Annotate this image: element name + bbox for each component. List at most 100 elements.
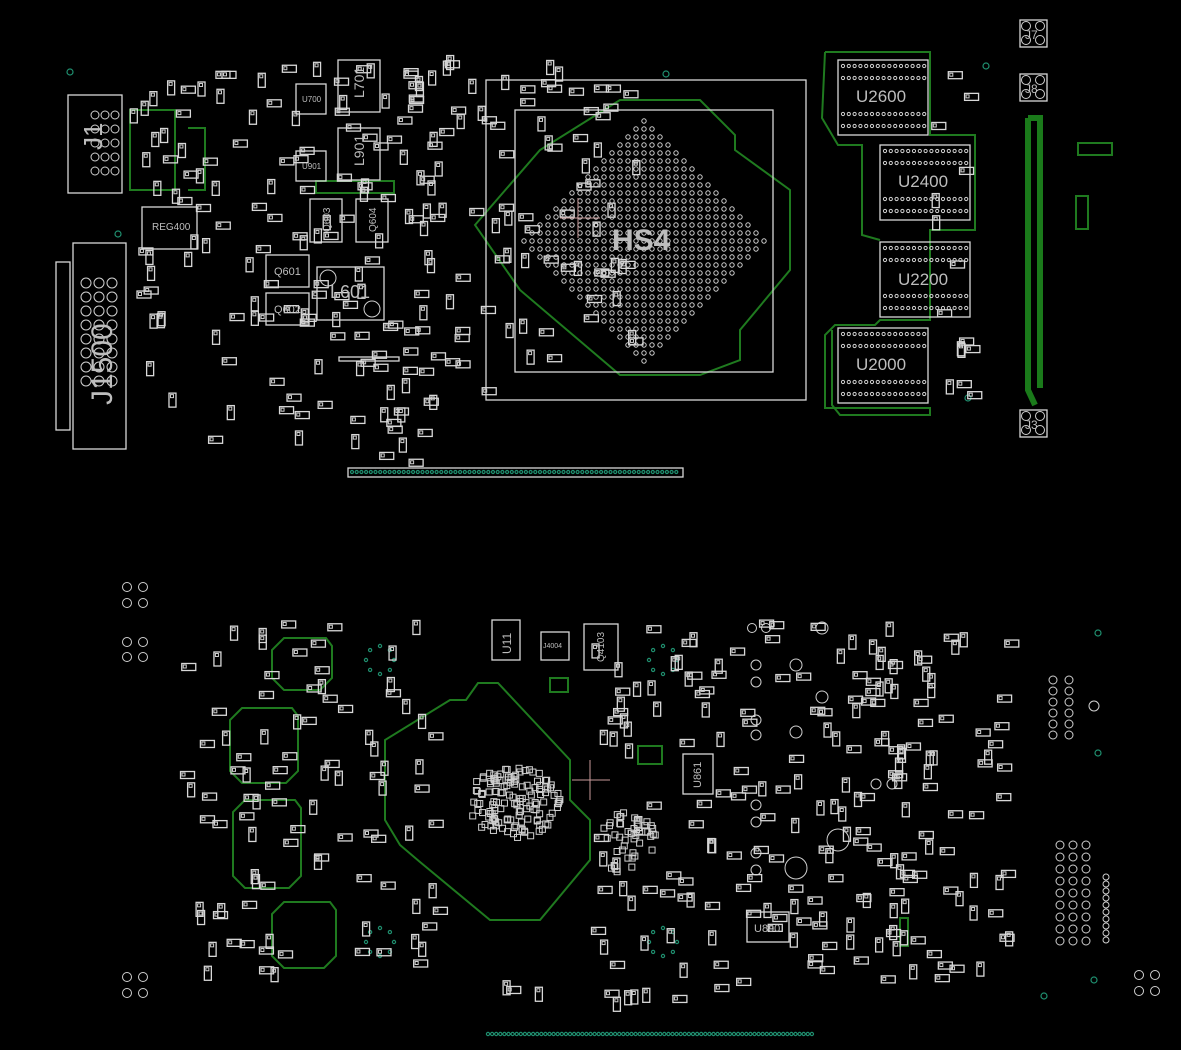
- ball: [894, 196, 899, 202]
- smd-component: [518, 213, 534, 222]
- ball: [917, 148, 922, 154]
- ball: [633, 142, 639, 148]
- ball: [561, 270, 567, 276]
- pad: [197, 903, 202, 908]
- label-j1[interactable]: J1: [78, 123, 108, 150]
- ball: [609, 158, 615, 164]
- ball: [609, 230, 615, 236]
- pad: [879, 648, 884, 653]
- ball: [673, 278, 679, 284]
- label-u2400[interactable]: U2400: [898, 172, 948, 191]
- label-j1500[interactable]: J1500: [86, 323, 119, 405]
- label-u11[interactable]: U11: [500, 633, 514, 654]
- ball: [705, 270, 711, 276]
- label-u2200[interactable]: U2200: [898, 270, 948, 289]
- smd-component: [408, 81, 424, 90]
- ball: [617, 166, 623, 172]
- label-u901[interactable]: U901: [302, 162, 322, 171]
- pad: [871, 700, 876, 705]
- pad: [683, 640, 688, 645]
- smd-component: [592, 221, 601, 237]
- label-l701[interactable]: L701: [351, 67, 367, 98]
- label-u700[interactable]: U700: [302, 95, 322, 104]
- pad: [915, 700, 920, 705]
- hole: [122, 972, 132, 982]
- pad: [717, 790, 722, 795]
- ball: [641, 222, 647, 228]
- pad: [809, 898, 814, 903]
- pad: [896, 759, 901, 764]
- label-q601[interactable]: Q601: [274, 266, 301, 278]
- pad: [620, 842, 628, 850]
- via: [514, 469, 519, 475]
- pad: [313, 292, 318, 297]
- label-j8[interactable]: J8: [1025, 82, 1038, 96]
- ball: [649, 350, 655, 356]
- label-q603[interactable]: Q603: [322, 207, 333, 232]
- ball: [875, 379, 880, 385]
- ball: [649, 126, 655, 132]
- ball: [689, 174, 695, 180]
- label-j4004[interactable]: J4004: [543, 643, 562, 650]
- smd-component: [822, 941, 838, 951]
- pad: [820, 913, 825, 918]
- pad: [282, 621, 287, 626]
- label-hs4[interactable]: HS4: [612, 224, 671, 257]
- via: [650, 469, 655, 475]
- pad: [507, 987, 512, 992]
- ball: [922, 63, 927, 69]
- pad: [217, 90, 222, 95]
- ball: [657, 166, 663, 172]
- label-u861[interactable]: U861: [692, 762, 704, 788]
- connector-pin-header: [1019, 19, 1048, 48]
- smd-component: [620, 260, 636, 270]
- label-q602[interactable]: Q602: [274, 304, 301, 316]
- label-l601[interactable]: L601: [330, 282, 370, 302]
- ball: [609, 166, 615, 172]
- label-u800[interactable]: U800: [754, 923, 780, 935]
- ball: [745, 246, 751, 252]
- ball: [617, 270, 623, 276]
- pad: [915, 651, 920, 656]
- ball: [713, 262, 719, 268]
- ball: [729, 230, 735, 236]
- smd-component: [429, 394, 438, 411]
- pad: [131, 109, 136, 114]
- via: [621, 1031, 626, 1037]
- ball: [681, 182, 687, 188]
- pad: [521, 99, 526, 104]
- ball: [649, 342, 655, 348]
- smd-component: [830, 798, 839, 815]
- label-u2600[interactable]: U2600: [856, 87, 906, 106]
- label-q4103[interactable]: Q4103: [596, 632, 607, 662]
- ball: [713, 278, 719, 284]
- pad: [218, 904, 223, 909]
- via: [396, 469, 402, 475]
- pad: [951, 966, 956, 971]
- smd-component: [917, 655, 933, 664]
- pad: [585, 108, 590, 113]
- pad: [365, 831, 370, 836]
- smd-component: [931, 121, 947, 131]
- label-reg400[interactable]: REG400: [152, 222, 191, 233]
- ball: [657, 158, 663, 164]
- pad: [544, 785, 552, 793]
- pad: [213, 821, 218, 826]
- label-u2000[interactable]: U2000: [856, 355, 906, 374]
- ball: [916, 331, 921, 337]
- smd-component: [704, 901, 721, 911]
- pad: [626, 744, 631, 749]
- smd-component: [317, 678, 327, 695]
- label-j7[interactable]: J7: [1025, 28, 1038, 42]
- ball: [569, 206, 575, 212]
- label-q604[interactable]: Q604: [368, 207, 379, 232]
- ball: [888, 148, 893, 154]
- pad: [234, 141, 239, 146]
- via: [660, 671, 666, 677]
- pad: [401, 151, 406, 156]
- label-j3[interactable]: J3: [1025, 418, 1038, 432]
- label-l901[interactable]: L901: [351, 135, 367, 166]
- pad: [790, 756, 795, 761]
- pad: [245, 795, 250, 800]
